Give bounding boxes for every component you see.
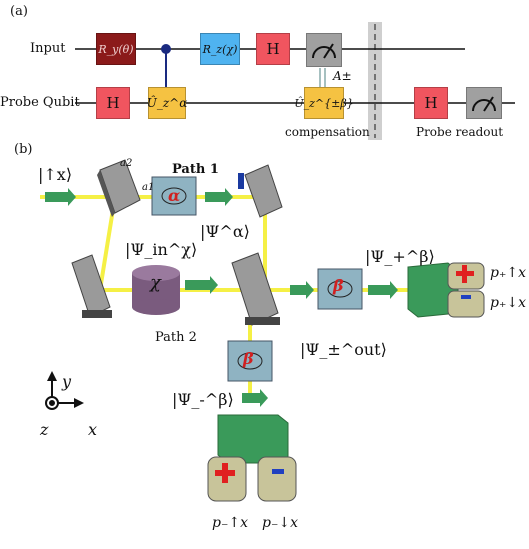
propagation-arrows <box>45 188 398 407</box>
mirror-top-right <box>238 164 283 218</box>
axis-y-label: y <box>62 372 72 391</box>
detector-p-minus-up: p₋↑x <box>212 515 248 531</box>
u-alpha-gate: Û_z^α <box>146 87 188 119</box>
meter-icon <box>312 43 336 59</box>
beam-splitter-top-left <box>97 159 141 217</box>
detector-minus <box>207 414 297 502</box>
probe-wire-label: Probe Qubit <box>0 95 80 110</box>
rz-gate-label: R_z(χ) <box>202 42 238 56</box>
compensation-band <box>368 22 382 140</box>
analyzer-a2: a2 <box>120 158 133 169</box>
measurement-outcome: A± <box>333 69 352 83</box>
state-up-x: |↑x⟩ <box>38 165 73 184</box>
probe-readout-label: Probe readout <box>416 125 504 139</box>
path1-label: Path 1 <box>172 162 219 177</box>
detector-p-minus-down: p₋↓x <box>262 515 298 531</box>
beam-splitter-center <box>231 252 280 326</box>
u-comp-gate-label: Û_z^{±β} <box>294 96 354 110</box>
ry-gate: R_y(θ) <box>96 33 136 65</box>
meter-probe <box>466 87 502 119</box>
alpha-box <box>151 176 197 216</box>
mirror-left-lower <box>71 254 112 318</box>
input-wire-label: Input <box>30 41 66 56</box>
u-alpha-gate-label: Û_z^α <box>146 96 188 110</box>
panel-b-label: (b) <box>14 142 33 157</box>
axis-z-label: z <box>40 420 49 439</box>
detector-p-plus-down: p₊↓x <box>490 295 526 311</box>
compensation-label: compensation <box>285 125 370 139</box>
beta-top-label: β <box>333 276 344 295</box>
meter-input <box>306 33 342 67</box>
optical-setup <box>40 159 485 502</box>
chi-label: χ <box>150 272 161 293</box>
coordinate-axes <box>45 371 84 410</box>
state-psi-out: |Ψ_±^out⟩ <box>300 340 387 359</box>
h-gate-input-label: H <box>266 40 280 58</box>
h-gate-readout-label: H <box>424 94 438 112</box>
state-psi-in: |Ψ_in^χ⟩ <box>125 240 198 259</box>
h-gate-readout: H <box>414 87 448 119</box>
state-psi-minus: |Ψ_-^β⟩ <box>172 390 234 409</box>
state-psi-alpha: |Ψ^α⟩ <box>200 222 250 241</box>
meter-probe-icon <box>472 96 496 112</box>
h-gate-probe-label: H <box>106 94 120 112</box>
analyzer-a1: a1 <box>142 182 155 193</box>
chi-cylinder <box>132 265 180 315</box>
h-gate-probe: H <box>96 87 130 119</box>
path2-label: Path 2 <box>155 330 197 345</box>
rz-gate: R_z(χ) <box>200 33 240 65</box>
axis-x-label: x <box>88 420 98 439</box>
state-psi-plus: |Ψ_+^β⟩ <box>365 247 435 266</box>
circuit-wires <box>75 22 515 140</box>
detector-p-plus-up: p₊↑x <box>490 265 526 281</box>
beta-bottom-label: β <box>243 349 254 368</box>
beta-box-top <box>317 268 363 310</box>
detector-plus <box>407 262 485 318</box>
panel-a-label: (a) <box>10 4 28 19</box>
ry-gate-label: R_y(θ) <box>98 42 134 56</box>
h-gate-input: H <box>256 33 290 65</box>
u-comp-gate: Û_z^{±β} <box>294 87 354 119</box>
alpha-label: α <box>168 186 181 205</box>
beta-box-bottom <box>227 340 273 382</box>
